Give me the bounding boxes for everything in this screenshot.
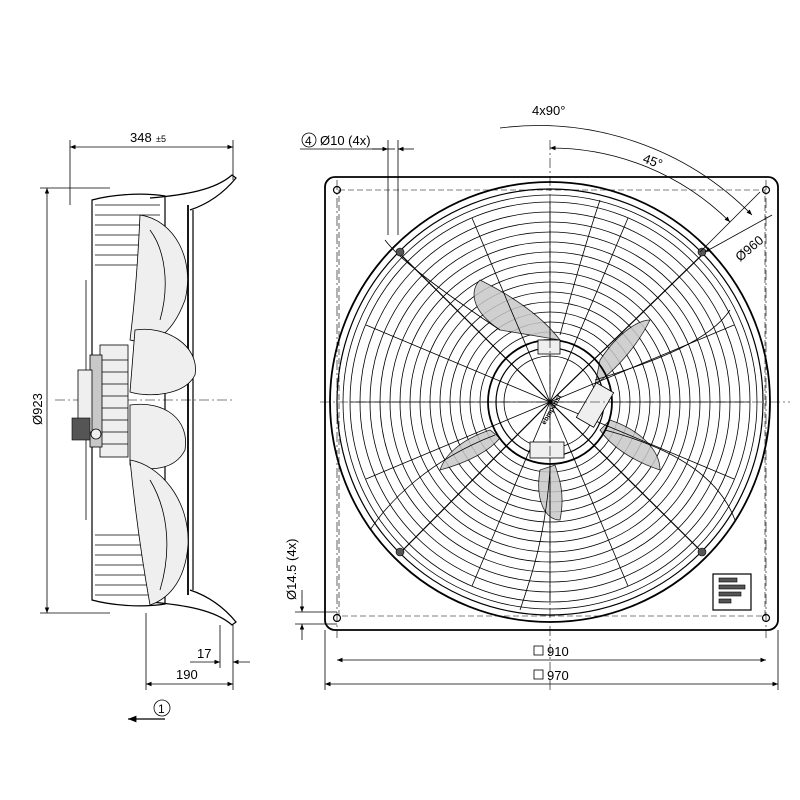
- outer-square-label: 970: [547, 668, 569, 683]
- depth-tolerance: ±5: [156, 134, 166, 144]
- view-ref-number: 1: [158, 702, 165, 716]
- bolt-circle-label: Ø960: [732, 232, 766, 264]
- fan-blades: [369, 199, 736, 611]
- hole-ref-number: 4: [305, 134, 312, 148]
- wall-plate: [149, 174, 237, 626]
- offset-17-label: 17: [197, 646, 211, 661]
- guard-mount-tabs: [395, 247, 707, 557]
- side-view: 348 ±5 Ø923: [30, 130, 250, 723]
- depth-dimension: 348: [130, 130, 152, 145]
- front-view: ebmpapst 4 Ø10 (4x) 4x90° 45°: [284, 103, 790, 690]
- angle-offset-label: 45°: [641, 151, 665, 172]
- angle-pattern-label: 4x90°: [532, 103, 565, 118]
- brand-label: ebmpapst: [541, 393, 564, 426]
- side-blades: [129, 214, 196, 606]
- hole-diameter-label: Ø10 (4x): [320, 133, 371, 148]
- rating-label: [712, 573, 752, 611]
- mount-hole-label: Ø14.5 (4x): [284, 539, 299, 600]
- side-diameter-label: Ø923: [30, 393, 45, 425]
- motor-body: [71, 344, 129, 458]
- inner-square-label: 910: [547, 644, 569, 659]
- depth-190-label: 190: [176, 667, 198, 682]
